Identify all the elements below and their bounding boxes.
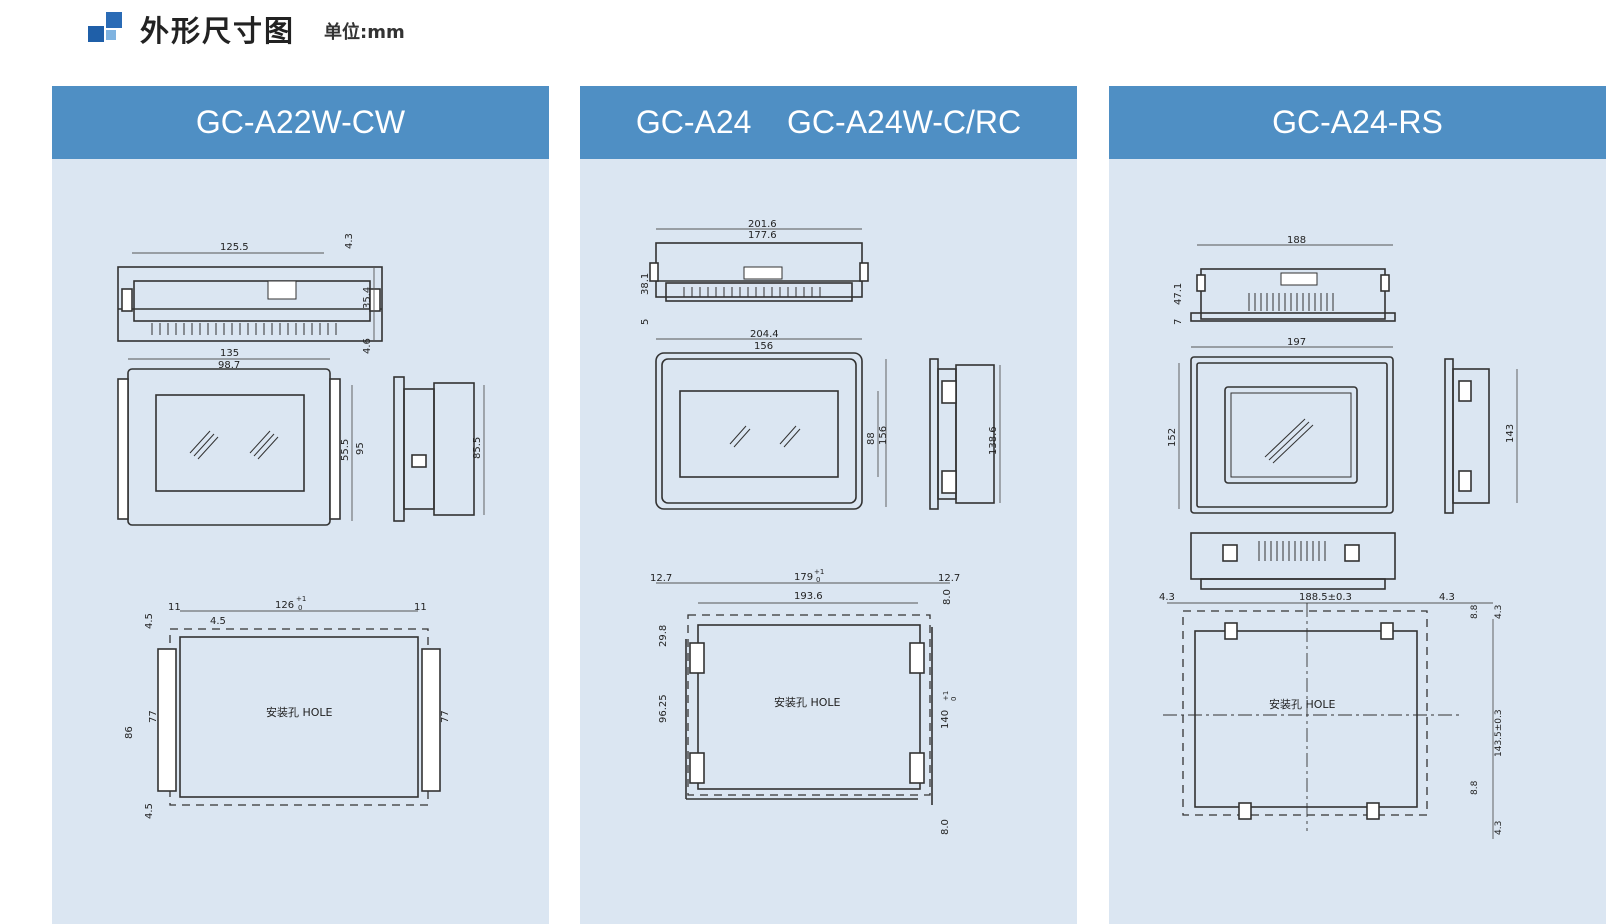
dim-label: 5 xyxy=(640,319,651,325)
front-view: 197 152 143 xyxy=(1167,337,1518,514)
dim-label: 96.25 xyxy=(658,694,669,723)
dim-label: 143.5±0.3 xyxy=(1494,709,1504,757)
cutout-view: 11 126 +1 0 11 4.5 4.5 86 77 77 4.5 安装孔 … xyxy=(124,595,451,819)
front-view: 204.4 156 88 156 138.6 xyxy=(655,329,1001,510)
dim-label: 188 xyxy=(1287,235,1306,246)
dim-label: +1 xyxy=(296,595,306,603)
dim-label: 8.0 xyxy=(940,819,951,835)
panel-gc-a24-rs: GC-A24-RS 188 47.1 7 197 xyxy=(1109,86,1606,924)
dim-label: 125.5 xyxy=(220,242,249,253)
dim-label: 35.4 xyxy=(362,287,373,309)
dim-label: 95 xyxy=(355,442,366,455)
hole-label: 安装孔 HOLE xyxy=(266,705,333,719)
dim-label: 4.3 xyxy=(1159,592,1175,603)
cutout-view: 4.3 188.5±0.3 4.3 8.8 4.3 143.5±0.3 8.8 … xyxy=(1159,592,1504,839)
cutout-view: 12.7 179 +1 0 12.7 193.6 8.0 29.8 96.25 … xyxy=(650,568,960,835)
dimension-drawing-gc-a22w-cw: 125.5 4.3 35.4 4.6 135 98.7 55.5 95 xyxy=(117,233,485,819)
dim-label: 197 xyxy=(1287,337,1306,348)
panel-gc-a24: GC-A24 GC-A24W-C/RC 201.6 177.6 38.1 5 2… xyxy=(580,86,1077,924)
dim-label: 4.3 xyxy=(344,233,355,249)
dim-label: 4.3 xyxy=(1494,821,1504,835)
dim-label: 204.4 xyxy=(750,329,779,340)
dim-label: 12.7 xyxy=(650,573,672,584)
dim-label: 4.3 xyxy=(1439,592,1455,603)
dimension-drawing-gc-a24: 201.6 177.6 38.1 5 204.4 156 xyxy=(640,219,1001,835)
dim-label: 86 xyxy=(124,726,135,739)
top-view: 125.5 4.3 35.4 4.6 xyxy=(117,233,383,354)
dim-label: 77 xyxy=(148,710,159,723)
dim-label: 85.5 xyxy=(472,437,483,459)
dim-label: 0 xyxy=(298,604,302,612)
unit-label: 单位:mm xyxy=(324,22,405,43)
panel-title: GC-A22W-CW xyxy=(52,86,549,159)
dim-label: 126 xyxy=(275,600,294,611)
dim-label: 4.5 xyxy=(144,803,155,819)
page-title: 外形尺寸图 xyxy=(140,14,296,48)
dim-label: 55.5 xyxy=(340,439,351,461)
dim-label: 4.6 xyxy=(362,338,373,354)
top-view: 188 47.1 7 xyxy=(1173,235,1396,325)
dim-label: 29.8 xyxy=(658,625,669,647)
dim-label: 11 xyxy=(414,602,427,613)
hole-label: 安装孔 HOLE xyxy=(1269,697,1336,711)
dim-label: 38.1 xyxy=(640,273,651,295)
top-view: 201.6 177.6 38.1 5 xyxy=(640,219,869,325)
dim-label: 4.5 xyxy=(210,616,226,627)
front-view: 135 98.7 55.5 95 85.5 xyxy=(117,348,485,526)
dim-label: 177.6 xyxy=(748,230,777,241)
dim-label: 4.3 xyxy=(1494,605,1504,619)
dim-label: 4.5 xyxy=(144,613,155,629)
dim-label: 47.1 xyxy=(1173,283,1184,305)
dim-label: 8.8 xyxy=(1470,780,1480,795)
dim-label: 0 xyxy=(816,576,820,584)
dim-label: 0 xyxy=(950,697,958,701)
dim-label: 179 xyxy=(794,572,813,583)
panel-title: GC-A24 GC-A24W-C/RC xyxy=(580,86,1077,159)
dim-label: 98.7 xyxy=(218,360,240,371)
dim-label: 77 xyxy=(440,710,451,723)
dim-label: 140 xyxy=(940,710,951,729)
bottom-view xyxy=(1190,532,1396,590)
logo-icon xyxy=(88,12,124,48)
dimension-drawing-gc-a24-rs: 188 47.1 7 197 152 xyxy=(1159,235,1518,839)
panel-gc-a22w-cw: GC-A22W-CW 125.5 4.3 35.4 xyxy=(52,86,549,924)
dim-label: 88 xyxy=(866,432,877,445)
dim-label: 7 xyxy=(1173,319,1184,325)
dim-label: 138.6 xyxy=(988,426,999,455)
dim-label: 156 xyxy=(878,426,889,445)
dim-label: 11 xyxy=(168,602,181,613)
dim-label: 12.7 xyxy=(938,573,960,584)
page-header: 外形尺寸图 单位:mm xyxy=(88,8,788,58)
hole-label: 安装孔 HOLE xyxy=(774,695,841,709)
dim-label: 8.0 xyxy=(942,589,953,605)
dim-label: 193.6 xyxy=(794,591,823,602)
dim-label: 156 xyxy=(754,341,773,352)
dim-label: 201.6 xyxy=(748,219,777,230)
dim-label: 152 xyxy=(1167,428,1178,447)
dim-label: +1 xyxy=(942,691,950,701)
dim-label: 135 xyxy=(220,348,239,359)
panel-title: GC-A24-RS xyxy=(1109,86,1606,159)
dim-label: +1 xyxy=(814,568,824,576)
dim-label: 188.5±0.3 xyxy=(1299,592,1352,603)
dim-label: 8.8 xyxy=(1470,604,1480,619)
dim-label: 143 xyxy=(1505,424,1516,443)
